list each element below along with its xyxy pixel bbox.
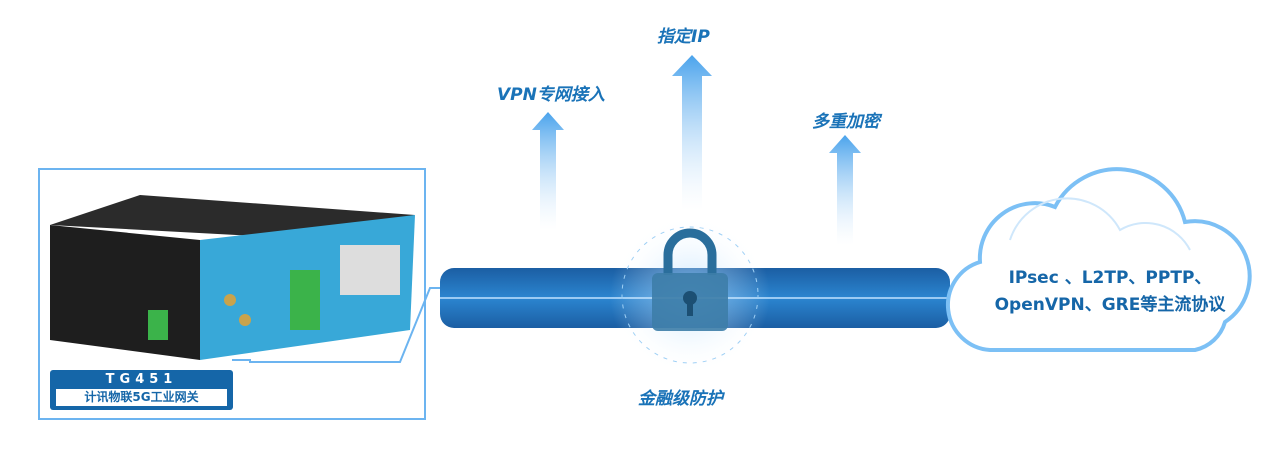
upload-arrow-vpn (532, 112, 564, 230)
device-model: TG451 (105, 372, 178, 387)
device-label: TG451 计讯物联5G工业网关 (50, 370, 233, 410)
protocols-line-2: OpenVPN、GRE等主流协议 (994, 295, 1226, 315)
upload-arrow-ip (672, 55, 712, 210)
device-description: 计讯物联5G工业网关 (56, 389, 227, 406)
feature-vpn-label: VPN专网接入 (497, 85, 605, 105)
cloud-shape (946, 167, 1252, 352)
lock-icon (652, 228, 728, 331)
feature-ip-label: 指定IP (657, 27, 710, 47)
upload-arrow-encrypt (829, 135, 861, 245)
router-device-image (50, 195, 415, 360)
protocols-line-1: IPsec 、L2TP、PPTP、 (1008, 268, 1212, 288)
device-frame (38, 168, 426, 420)
cloud-protocols: IPsec 、L2TP、PPTP、 OpenVPN、GRE等主流协议 (965, 265, 1255, 319)
feature-encrypt-label: 多重加密 (812, 112, 880, 132)
feature-security-label: 金融级防护 (638, 389, 723, 409)
